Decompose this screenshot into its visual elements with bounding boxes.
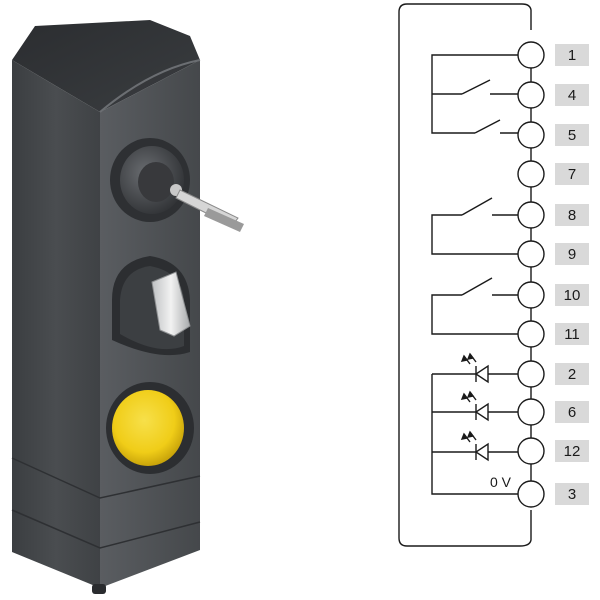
terminal-list: 1 4 5 7 8 9 10 11 2 6 12 3 <box>517 41 589 508</box>
terminal-circle <box>517 320 545 348</box>
led-indicator-2 <box>432 352 518 384</box>
terminal-number: 1 <box>568 47 576 64</box>
switch-group-8-9 <box>431 197 518 255</box>
terminal-number: 11 <box>564 326 580 343</box>
terminal-number: 12 <box>564 443 581 460</box>
terminal-1: 1 <box>517 41 589 69</box>
terminal-number: 5 <box>568 127 576 144</box>
terminal-12: 12 <box>517 437 589 465</box>
terminal-label-box <box>555 163 589 185</box>
terminal-10: 10 <box>517 281 589 309</box>
terminal-11: 11 <box>517 320 589 348</box>
device-top-cap <box>12 20 200 112</box>
terminal-4: 4 <box>517 81 589 109</box>
terminal-label-box <box>555 44 589 66</box>
terminal-circle <box>517 360 545 388</box>
terminal-5: 5 <box>517 121 589 149</box>
terminal-number: 3 <box>568 486 576 503</box>
terminal-number: 7 <box>568 166 576 183</box>
yellow-push-button <box>106 382 194 474</box>
terminal-9: 9 <box>517 240 589 268</box>
terminal-7: 7 <box>517 160 589 188</box>
terminal-label-box <box>555 243 589 265</box>
terminal-label-box <box>555 323 589 345</box>
led-indicator-12 <box>432 430 518 462</box>
terminal-2: 2 <box>517 360 589 388</box>
terminal-circle <box>517 121 545 149</box>
terminal-label-box <box>555 84 589 106</box>
zero-volt-label: 0 V <box>490 474 512 490</box>
terminal-circle <box>517 201 545 229</box>
terminal-6: 6 <box>517 398 589 426</box>
terminal-label-box <box>555 124 589 146</box>
terminal-circle <box>517 398 545 426</box>
rotary-selector <box>112 256 191 356</box>
terminal-label-box <box>555 204 589 226</box>
terminal-label-box <box>555 401 589 423</box>
key-insert <box>110 138 244 232</box>
terminal-circle <box>517 240 545 268</box>
terminal-label-box <box>555 440 589 462</box>
terminal-number: 9 <box>568 246 576 263</box>
terminal-number: 8 <box>568 207 576 224</box>
switch-group-10-11 <box>431 277 518 335</box>
terminal-circle <box>517 81 545 109</box>
terminal-circle <box>517 437 545 465</box>
terminal-number: 2 <box>568 366 576 383</box>
led-indicator-6 <box>432 390 518 422</box>
device-front-face <box>12 60 100 588</box>
terminal-label-box <box>555 363 589 385</box>
switch-group-1-4-5 <box>431 54 518 134</box>
selector-lever <box>151 271 191 337</box>
terminal-number: 10 <box>564 287 581 304</box>
terminal-circle <box>517 480 545 508</box>
terminal-8: 8 <box>517 201 589 229</box>
terminal-circle <box>517 41 545 69</box>
wiring-diagram <box>398 3 532 547</box>
led-common-rail <box>431 374 518 495</box>
housing-outline <box>398 3 532 547</box>
device-illustration <box>11 20 244 594</box>
terminal-label-box <box>555 284 589 306</box>
terminal-3: 3 <box>517 480 589 508</box>
terminal-number: 4 <box>568 87 576 104</box>
terminal-circle <box>517 160 545 188</box>
terminal-label-box <box>555 483 589 505</box>
terminal-circle <box>517 281 545 309</box>
terminal-number: 6 <box>568 404 576 421</box>
